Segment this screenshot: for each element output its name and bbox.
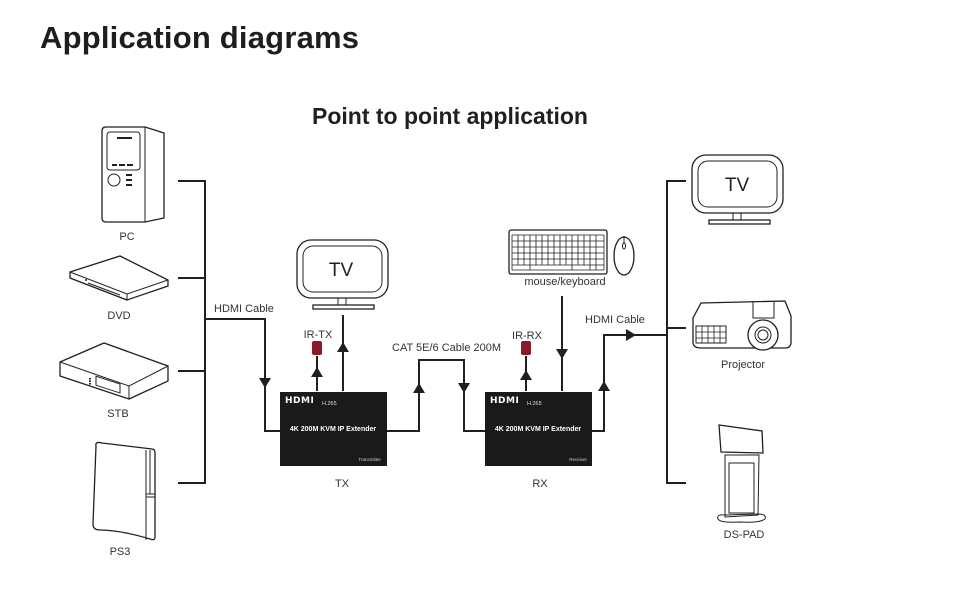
peripherals-label: mouse/keyboard: [524, 276, 605, 288]
source-label-stb: STB: [107, 408, 128, 420]
tx-role: Transmitter: [358, 457, 381, 462]
page-title: Application diagrams: [40, 20, 360, 55]
tv-icon: [296, 239, 389, 310]
arrow-up-icon: [337, 342, 349, 352]
arrow-down-icon: [458, 383, 470, 393]
arrow-down-icon: [556, 349, 568, 359]
output-label-tv: TV: [725, 175, 750, 196]
arrow-up-icon: [520, 370, 532, 380]
receiver-device: HDMI H.265 4K 200M KVM IP Extender Recei…: [485, 392, 592, 466]
output-label-projector: Projector: [721, 359, 765, 371]
arrow-down-icon: [259, 378, 271, 388]
network-cable-label: CAT 5E/6 Cable 200M: [392, 342, 501, 354]
tx-product-name: 4K 200M KVM IP Extender: [290, 426, 377, 433]
ir-rx-label: IR-RX: [512, 330, 543, 342]
projector-icon: [692, 300, 792, 351]
rx-product-name: 4K 200M KVM IP Extender: [495, 426, 582, 433]
tv-icon: [691, 154, 784, 225]
keyboard-icon: [508, 229, 608, 275]
ir-tx-sensor-icon: [312, 341, 322, 355]
hdmi-logo: HDMI: [285, 396, 314, 406]
arrow-up-icon: [413, 383, 425, 393]
diagram-subtitle: Point to point application: [312, 103, 588, 129]
rx-label: RX: [532, 478, 548, 490]
dvd-player-icon: [69, 255, 169, 301]
rx-codec: H.265: [527, 401, 542, 407]
tx-local-tv-label: TV: [329, 260, 354, 281]
output-label-ds-pad: DS-PAD: [724, 529, 765, 541]
output-cable-label: HDMI Cable: [585, 314, 645, 326]
hdmi-logo: HDMI: [490, 396, 519, 406]
ps3-console-icon: [92, 441, 156, 541]
arrow-up-icon: [311, 367, 323, 377]
arrow-right-icon: [626, 329, 636, 341]
source-label-pc: PC: [119, 231, 134, 243]
source-label-ps3: PS3: [110, 546, 131, 558]
transmitter-device: HDMI H.265 4K 200M KVM IP Extender Trans…: [280, 392, 387, 466]
ir-rx-sensor-icon: [521, 341, 531, 355]
tx-codec: H.265: [322, 401, 337, 407]
output-hdmi-bus: [592, 180, 686, 484]
source-hdmi-bus: [178, 180, 281, 484]
tx-label: TX: [335, 478, 350, 490]
mouse-icon: [613, 236, 635, 276]
input-cable-label: HDMI Cable: [214, 303, 274, 315]
digital-signage-kiosk-icon: [717, 424, 766, 523]
ir-tx-label: IR-TX: [304, 329, 333, 341]
network-cable: [387, 359, 486, 432]
rx-role: Receiver: [569, 457, 587, 462]
pc-tower-icon: [101, 126, 165, 223]
source-label-dvd: DVD: [107, 310, 130, 322]
arrow-up-icon: [598, 381, 610, 391]
set-top-box-icon: [59, 342, 169, 400]
